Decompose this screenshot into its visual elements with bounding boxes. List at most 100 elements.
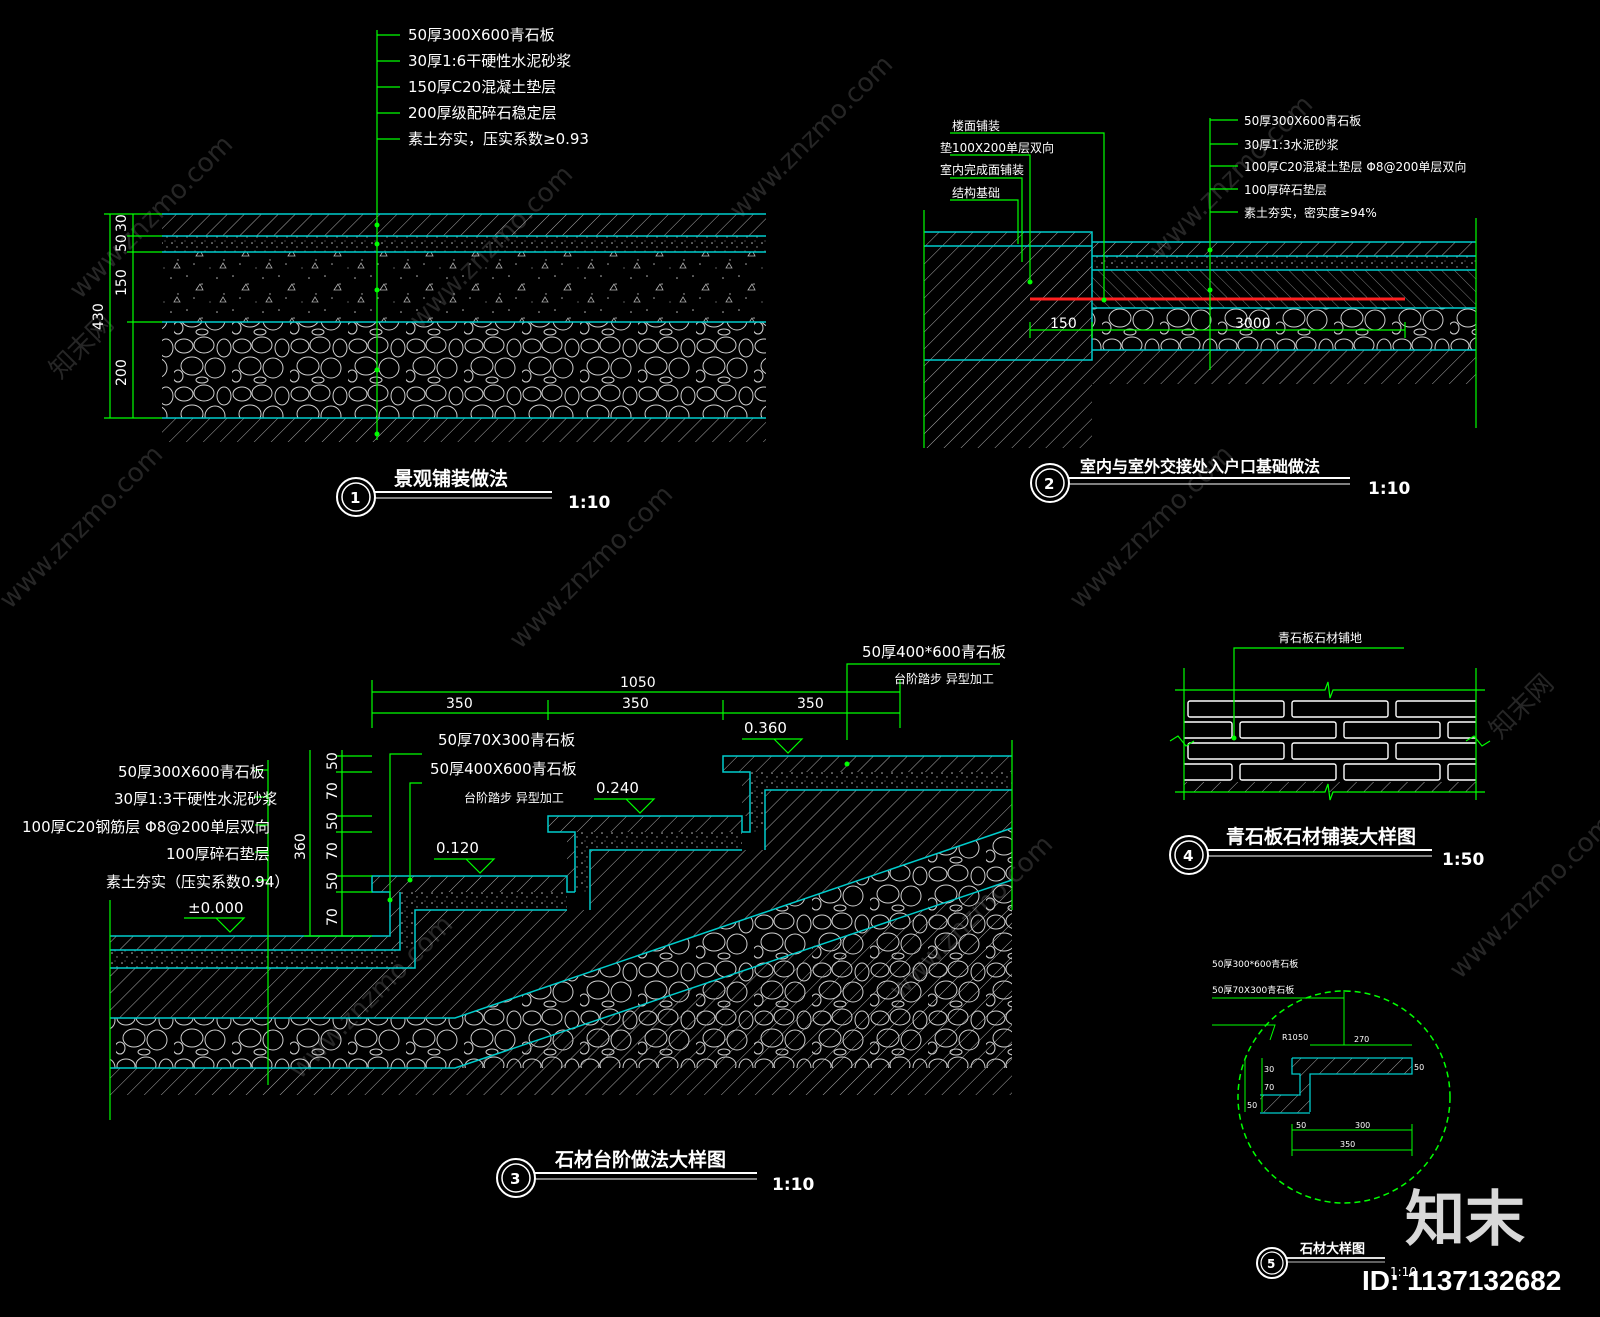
watermark-text: www.znzmo.com: [724, 50, 899, 225]
dim: 70: [1264, 1083, 1274, 1092]
detail-4-section: 青石板石材铺地 4 青石板石材铺装大样图 1:50: [1169, 631, 1491, 875]
mortar-layer: [1092, 256, 1476, 270]
layer-note: 30厚1:6干硬性水泥砂浆: [408, 52, 571, 70]
elevation: 0.120: [436, 839, 479, 857]
mid-note: 50厚70X300青石板: [438, 731, 575, 749]
dim-total: 1050: [620, 675, 656, 691]
step-1-slab: [372, 876, 567, 936]
left-note: 室内完成面铺装: [940, 162, 1024, 177]
layer-note: 100厚C20混凝土垫层 Φ8@200单层双向: [1244, 159, 1466, 174]
dim-v: 50: [325, 752, 341, 770]
dim: 300: [1355, 1121, 1370, 1130]
top-note: 台阶踏步 异型加工: [894, 671, 994, 686]
step-2-slab: [548, 816, 742, 876]
concrete-layer: [1092, 270, 1476, 308]
left-note: 结构基础: [952, 185, 1000, 200]
detail-scale: 1:10: [1390, 1265, 1417, 1279]
dim: 50: [1414, 1063, 1424, 1072]
detail-number: 2: [1044, 475, 1054, 493]
indoor-structure: [924, 232, 1092, 360]
layer-note: 素土夯实，密实度≥94%: [1244, 205, 1377, 220]
detail-note: 50厚300*600青石板: [1212, 958, 1298, 970]
gravel-layer: [162, 322, 766, 418]
watermark-cn: 知末网: [44, 309, 120, 385]
dim-3000: 3000: [1235, 316, 1271, 332]
dim-v: 50: [325, 812, 341, 830]
detail-number: 4: [1183, 847, 1193, 865]
layer-note: 素土夯实，压实系数≥0.93: [408, 130, 589, 148]
detail-2-section: 150 3000 楼面铺装 垫100X200单层双向 室内完成面铺装 结构基础 …: [923, 114, 1477, 503]
detail-3-section: 1050 350 350 350 360 50 70 50 70 50 70 5…: [22, 643, 1013, 1198]
detail-scale: 1:10: [1368, 479, 1410, 499]
soil-layer: [1092, 350, 1476, 384]
layer-note: 50厚300X600青石板: [408, 26, 555, 44]
detail-5-section: 50厚300*600青石板 50厚70X300青石板 270 300 350 5…: [1212, 958, 1451, 1279]
detail-number: 1: [350, 489, 360, 507]
concrete-layer: [162, 252, 766, 322]
layer-note: 100厚碎石垫层: [1244, 182, 1327, 197]
elevation: ±0.000: [188, 899, 244, 917]
gravel-layer: [1092, 308, 1476, 350]
ground-slab: [110, 936, 400, 950]
detail-circle: [1237, 990, 1451, 1204]
left-note: 楼面铺装: [952, 118, 1000, 133]
detail-title: 石材台阶做法大样图: [554, 1148, 726, 1171]
detail-scale: 1:10: [568, 493, 610, 513]
detail-title: 室内与室外交接处入户口基础做法: [1080, 457, 1320, 476]
left-note: 100厚碎石垫层: [166, 845, 270, 863]
dim-v: 70: [325, 908, 341, 926]
mid-note: 台阶踏步 异型加工: [464, 790, 564, 805]
concrete-layer: [110, 790, 1012, 1018]
dim-height: 360: [293, 833, 309, 860]
left-note: 素土夯实（压实系数0.94）: [106, 873, 289, 891]
dim: 30: [1264, 1065, 1274, 1074]
step-3-mortar: [750, 772, 1012, 832]
detail-title: 石材大样图: [1299, 1241, 1365, 1257]
stone-slab-layer: [1092, 242, 1476, 256]
dim: 270: [1354, 1035, 1369, 1044]
detail-scale: 1:50: [1442, 850, 1484, 870]
dim: R10: [1282, 1033, 1298, 1042]
soil-layer: [110, 880, 1012, 1095]
dim-150: 150: [114, 269, 130, 296]
dim-v: 50: [325, 872, 341, 890]
watermark-text: www.znzmo.com: [1444, 810, 1600, 985]
dim-200: 200: [114, 359, 130, 386]
detail-title: 景观铺装做法: [394, 467, 508, 490]
dim-150: 150: [1050, 316, 1077, 332]
image-id: ID: 1137132682: [1362, 1265, 1561, 1296]
stone-slab-layer: [162, 214, 766, 236]
layer-note: 30厚1:3水泥砂浆: [1244, 137, 1339, 152]
left-note: 垫100X200单层双向: [940, 140, 1054, 155]
watermark-text: www.znzmo.com: [0, 440, 169, 615]
top-note: 50厚400*600青石板: [862, 643, 1006, 661]
layer-note: 150厚C20混凝土垫层: [408, 78, 556, 96]
dim-v: 70: [325, 782, 341, 800]
paving-note: 青石板石材铺地: [1278, 631, 1362, 645]
detail-number: 3: [510, 1170, 520, 1188]
znzmo-logo: 知末: [1405, 1185, 1525, 1255]
soil-layer: [162, 418, 766, 442]
dim-30: 30: [114, 214, 130, 232]
dim: 50: [1298, 1033, 1308, 1042]
detail-title: 青石板石材铺装大样图: [1226, 825, 1416, 848]
watermark-cn: 知末网: [1484, 669, 1560, 745]
detail-number: 5: [1267, 1257, 1275, 1271]
left-note: 30厚1:3干硬性水泥砂浆: [114, 790, 277, 808]
base-slab: [1260, 1095, 1300, 1113]
mortar-layer: [162, 236, 766, 252]
brick-pattern: [1184, 698, 1476, 782]
dim-v: 70: [325, 842, 341, 860]
dim-50: 50: [114, 234, 130, 252]
detail-scale: 1:10: [772, 1175, 814, 1195]
dim-step: 350: [622, 696, 649, 712]
detail-1-section: 30 50 150 200 430 50厚300X600青石板 30厚1:6干硬…: [91, 26, 766, 517]
elevation: 0.360: [744, 719, 787, 737]
dim-total: 430: [91, 303, 107, 330]
layer-note: 200厚级配碎石稳定层: [408, 104, 557, 122]
mid-note: 50厚400X600青石板: [430, 760, 577, 778]
step-1-mortar: [400, 892, 567, 950]
step-2-mortar: [575, 832, 742, 892]
dim: 50: [1247, 1101, 1257, 1110]
